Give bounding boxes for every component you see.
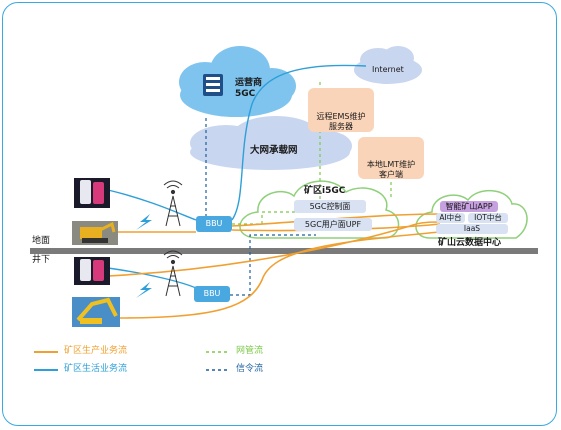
ai-platform-label: AI中台 xyxy=(439,213,462,222)
mine-5gc-label: 矿区i5GC xyxy=(304,186,346,196)
phone-icon xyxy=(74,178,110,208)
mine-dc-label: 矿山云数据中心 xyxy=(438,238,502,248)
user-plane-label: 5GC用户面UPF xyxy=(304,220,362,229)
bbu-top: BBU xyxy=(196,216,232,232)
iaas-label: IaaS xyxy=(463,224,481,233)
legend-network-mgmt-label: 网管流 xyxy=(236,346,264,356)
living-flows xyxy=(107,64,367,289)
legend-living-label: 矿区生活业务流 xyxy=(64,364,128,374)
internet-cloud xyxy=(354,46,422,84)
diagram-frame xyxy=(2,2,557,426)
excavator-icon xyxy=(72,221,118,245)
user-plane-box: 5GC用户面UPF xyxy=(294,218,372,231)
operator-5gc-label: 运营商 5GC xyxy=(235,78,263,99)
ground-label: 地面 xyxy=(32,236,51,246)
antenna-tower-icon xyxy=(163,180,183,227)
remote-ems-box xyxy=(308,88,374,132)
signaling-flows xyxy=(205,118,316,296)
bbu-bottom: BBU xyxy=(194,286,230,302)
iot-platform-label: IOT中台 xyxy=(474,213,502,222)
internet-label: Internet xyxy=(372,65,404,74)
smart-app-label: 智能矿山APP xyxy=(445,202,493,211)
remote-ems-label: 远程EMS维护 服务器 xyxy=(316,112,366,131)
local-lmt-label: 本地LMT维护 客户端 xyxy=(366,160,416,179)
bbu-bottom-label: BBU xyxy=(203,289,221,298)
bbu-top-label: BBU xyxy=(205,219,223,228)
control-plane-box: 5GC控制面 xyxy=(294,200,366,213)
phone-icon xyxy=(74,257,110,285)
legend-signaling-label: 信令流 xyxy=(236,364,264,374)
backbone-label: 大网承载网 xyxy=(250,145,298,156)
iot-platform-box: IOT中台 xyxy=(468,213,508,223)
server-icon xyxy=(203,74,223,96)
smart-app-box: 智能矿山APP xyxy=(440,201,498,212)
excavator-icon xyxy=(72,297,120,327)
antenna-tower-icon xyxy=(163,250,183,297)
local-lmt-box xyxy=(358,137,424,179)
underground-label: 井下 xyxy=(32,255,51,265)
wireless-bolt-icon xyxy=(136,214,152,230)
control-plane-label: 5GC控制面 xyxy=(309,202,351,211)
ai-platform-box: AI中台 xyxy=(436,213,465,223)
iaas-box: IaaS xyxy=(436,224,508,234)
legend-production-label: 矿区生产业务流 xyxy=(64,346,128,356)
wireless-bolt-icon xyxy=(136,282,152,298)
